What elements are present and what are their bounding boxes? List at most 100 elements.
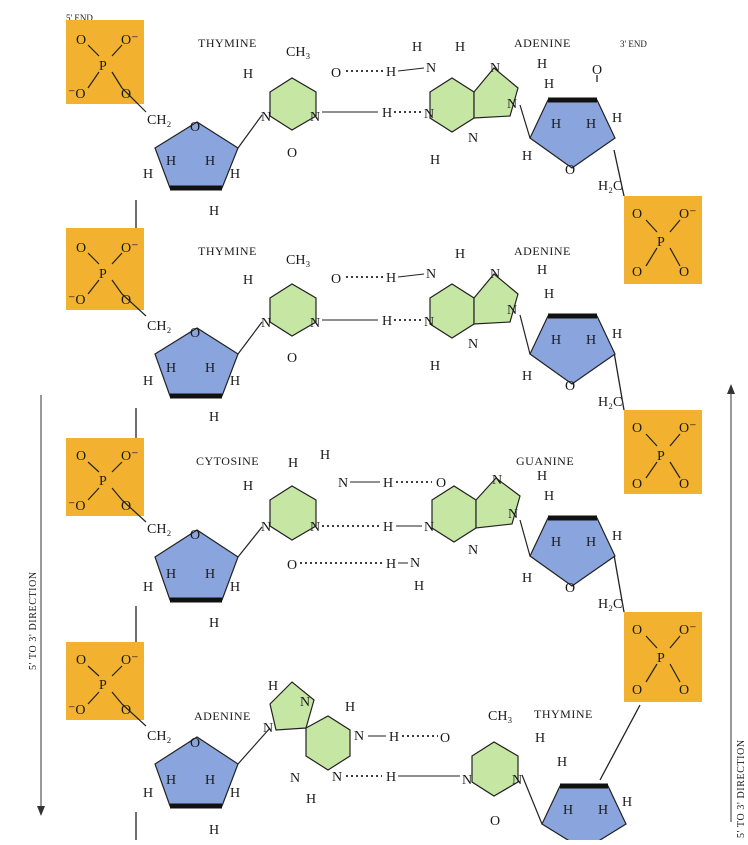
svg-text:O: O xyxy=(632,683,642,698)
svg-text:H: H xyxy=(205,361,215,376)
svg-text:O: O xyxy=(565,163,575,178)
svg-text:N: N xyxy=(261,520,271,535)
svg-text:H: H xyxy=(209,823,219,838)
svg-text:H: H xyxy=(557,755,567,770)
svg-text:H: H xyxy=(522,149,532,164)
adenine-base-1: N H H N N N N H H xyxy=(412,40,547,168)
svg-text:H: H xyxy=(205,773,215,788)
deoxyribose-sugar-left-3: CH₂ O H H H H H xyxy=(143,522,240,631)
svg-text:H: H xyxy=(537,263,547,278)
svg-text:P: P xyxy=(99,59,107,74)
deoxyribose-sugar-left-4: CH₂ O H H H H H xyxy=(143,729,240,838)
svg-text:H: H xyxy=(143,786,153,801)
svg-text:H: H xyxy=(230,374,240,389)
right-backbone-links xyxy=(596,75,641,781)
svg-text:O: O xyxy=(331,66,341,81)
deoxyribose-sugar-right-3: H O H H H H H₂C xyxy=(522,489,622,612)
hydrogen-bonds-pair-1: H H xyxy=(322,65,425,121)
svg-text:O: O xyxy=(76,449,86,464)
svg-text:H: H xyxy=(551,117,561,132)
deoxyribose-sugar-left-1: CH₂ O H H H H H xyxy=(143,113,240,219)
svg-text:H: H xyxy=(551,333,561,348)
svg-text:O: O xyxy=(190,736,200,751)
svg-text:H: H xyxy=(544,489,554,504)
svg-text:H: H xyxy=(143,167,153,182)
phosphate-group-left-2: O O⁻ P ⁻O O xyxy=(66,228,147,317)
svg-text:N: N xyxy=(508,507,518,522)
base-label-guanine: GUANINE xyxy=(516,454,574,468)
svg-text:H: H xyxy=(586,333,596,348)
svg-text:CH₂: CH₂ xyxy=(147,522,171,537)
svg-text:CH₂: CH₂ xyxy=(147,729,171,744)
hydrogen-bonds-pair-2: H H xyxy=(322,271,425,329)
glycosidic-bonds xyxy=(237,104,543,825)
svg-text:O: O xyxy=(287,146,297,161)
svg-text:O: O xyxy=(679,477,689,492)
svg-text:H: H xyxy=(243,273,253,288)
svg-text:N: N xyxy=(261,316,271,331)
svg-text:H: H xyxy=(288,456,298,471)
svg-text:N: N xyxy=(426,61,436,76)
thymine-base-2: CH₃ H O N N O xyxy=(243,253,341,366)
svg-text:H: H xyxy=(537,469,547,484)
svg-text:P: P xyxy=(99,474,107,489)
svg-text:H: H xyxy=(382,314,392,329)
svg-text:P: P xyxy=(99,267,107,282)
phosphate-group-right-3: O O⁻ P O O xyxy=(624,612,702,702)
svg-text:H: H xyxy=(522,369,532,384)
svg-text:H: H xyxy=(268,679,278,694)
svg-text:N: N xyxy=(410,556,420,571)
svg-text:H: H xyxy=(306,792,316,807)
svg-text:O: O xyxy=(287,351,297,366)
svg-text:N: N xyxy=(424,315,434,330)
svg-text:O: O xyxy=(565,379,575,394)
svg-text:H: H xyxy=(386,770,396,785)
svg-text:N: N xyxy=(490,61,500,76)
svg-text:H: H xyxy=(563,803,573,818)
svg-text:H: H xyxy=(143,374,153,389)
svg-text:O⁻: O⁻ xyxy=(121,33,139,48)
svg-text:H: H xyxy=(586,535,596,550)
svg-text:H: H xyxy=(544,77,554,92)
svg-text:O: O xyxy=(436,476,446,491)
svg-text:H: H xyxy=(243,67,253,82)
deoxyribose-sugar-right-4: H H H H xyxy=(541,755,632,845)
svg-text:H: H xyxy=(412,40,422,55)
svg-text:H: H xyxy=(243,479,253,494)
svg-text:⁻O: ⁻O xyxy=(68,293,86,308)
svg-text:H: H xyxy=(345,700,355,715)
svg-text:H: H xyxy=(430,153,440,168)
svg-text:P: P xyxy=(657,651,665,666)
svg-text:O: O xyxy=(632,207,642,222)
svg-text:H: H xyxy=(455,40,465,55)
svg-text:H₂C: H₂C xyxy=(598,179,622,194)
svg-text:H: H xyxy=(386,65,396,80)
svg-text:N: N xyxy=(338,476,348,491)
phosphate-group-left-1: P O O⁻ ⁻O O xyxy=(66,20,147,113)
guanine-base: O N N N N N H H xyxy=(410,469,547,594)
svg-text:N: N xyxy=(468,543,478,558)
svg-text:O: O xyxy=(190,528,200,543)
svg-text:O: O xyxy=(190,326,200,341)
svg-text:O: O xyxy=(121,293,131,308)
svg-text:H: H xyxy=(383,476,393,491)
svg-text:H: H xyxy=(382,106,392,121)
svg-text:H: H xyxy=(383,520,393,535)
svg-text:O: O xyxy=(121,87,131,102)
svg-text:O⁻: O⁻ xyxy=(121,241,139,256)
svg-text:H: H xyxy=(320,448,330,463)
svg-text:H: H xyxy=(389,730,399,745)
svg-text:N: N xyxy=(468,337,478,352)
svg-text:O: O xyxy=(331,272,341,287)
svg-text:H: H xyxy=(166,361,176,376)
phosphate-group-right-2: O O⁻ P O O xyxy=(624,410,702,494)
svg-text:H: H xyxy=(430,359,440,374)
svg-text:P: P xyxy=(99,678,107,693)
svg-text:H: H xyxy=(386,557,396,572)
svg-text:H: H xyxy=(544,287,554,302)
svg-text:N: N xyxy=(512,773,522,788)
svg-text:O: O xyxy=(76,241,86,256)
svg-text:H: H xyxy=(230,786,240,801)
